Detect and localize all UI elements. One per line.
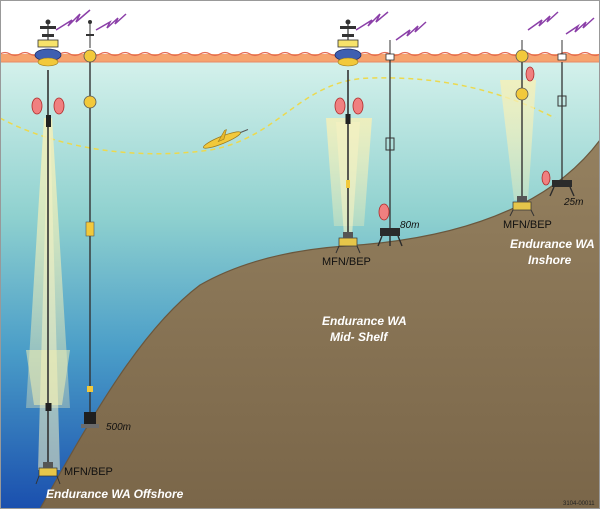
surface-buoy-icon xyxy=(34,19,62,67)
instrument-frame xyxy=(45,403,52,411)
midshelf-site: MFN/BEP 80m Endurance WA Mid- Shelf xyxy=(322,11,427,344)
telemetry-signal-icon xyxy=(55,9,91,31)
seafloor-platform-icon xyxy=(35,462,61,485)
inshore-site-label-line2: Inshore xyxy=(528,253,572,267)
telemetry-signal-icon xyxy=(527,11,559,31)
seafloor-platform-icon xyxy=(335,232,361,254)
surface-buoy-icon xyxy=(334,19,362,67)
midshelf-depth-label: 80m xyxy=(400,220,419,231)
profiler-icon xyxy=(31,97,65,115)
profiler-icon xyxy=(385,137,395,151)
profiler-icon xyxy=(85,221,95,237)
seafloor-platform-icon xyxy=(509,196,535,217)
seafloor xyxy=(40,140,600,509)
instrument-frame xyxy=(346,180,350,188)
midshelf-site-label-line1: Endurance WA xyxy=(322,314,407,328)
profiler-icon xyxy=(334,97,364,115)
inshore-depth-label: 25m xyxy=(563,197,583,208)
telemetry-signal-icon xyxy=(355,11,389,31)
profiler-icon xyxy=(557,95,567,107)
acoustic-beam xyxy=(500,80,536,200)
seafloor-platform-icon xyxy=(377,228,403,247)
midshelf-node-label: MFN/BEP xyxy=(322,256,371,268)
instrument-frame xyxy=(46,115,51,127)
glider-path xyxy=(0,77,556,155)
surface-float-icon xyxy=(515,40,529,63)
offshore-site: 500m MFN/BEP Endurance WA Offshore xyxy=(26,9,184,501)
figure-code: 3104-00011 xyxy=(563,501,595,507)
surface-float-icon xyxy=(557,40,567,61)
telemetry-signal-icon xyxy=(565,17,595,35)
profiler-icon xyxy=(541,170,551,186)
float-icon xyxy=(83,95,97,109)
float-icon xyxy=(515,87,529,101)
instrument-frame xyxy=(87,386,93,392)
profiler-icon xyxy=(525,66,535,82)
offshore-site-label: Endurance WA Offshore xyxy=(46,487,184,501)
surface-float-icon xyxy=(83,20,97,63)
offshore-node-label: MFN/BEP xyxy=(64,466,113,478)
telemetry-signal-icon xyxy=(95,13,127,31)
inshore-site: MFN/BEP 25m Endurance WA Inshore xyxy=(500,11,595,267)
telemetry-signal-icon xyxy=(395,21,427,41)
inshore-site-label-line1: Endurance WA xyxy=(510,237,595,251)
glider-icon xyxy=(203,129,249,149)
seafloor-platform-icon xyxy=(549,180,575,197)
profiler-icon xyxy=(378,203,390,221)
surface-float-icon xyxy=(385,40,395,61)
inshore-node-label: MFN/BEP xyxy=(503,219,552,231)
sky xyxy=(0,0,600,60)
anchor-icon xyxy=(81,412,99,428)
midshelf-site-label-line2: Mid- Shelf xyxy=(330,330,388,344)
sea-surface xyxy=(0,51,600,63)
offshore-depth-label: 500m xyxy=(106,422,131,433)
instrument-frame xyxy=(345,114,351,124)
